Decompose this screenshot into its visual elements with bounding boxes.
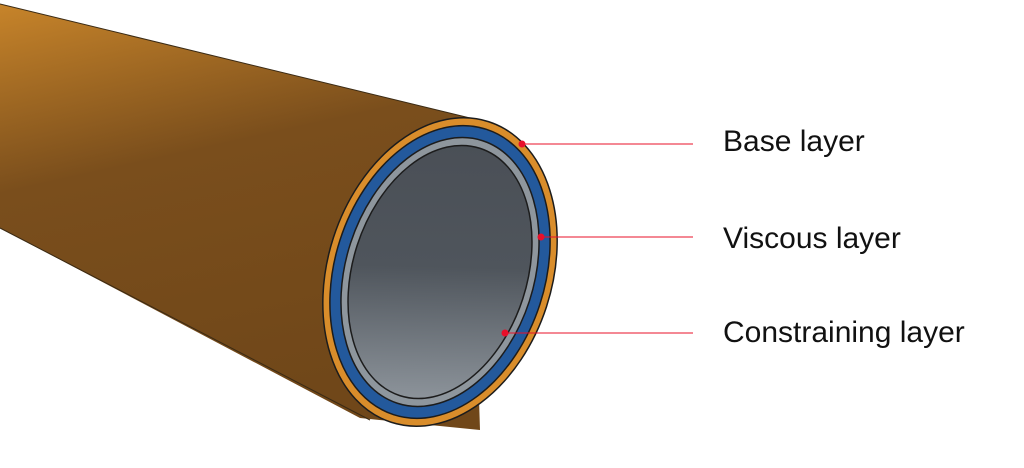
marker-dot-icon <box>501 329 509 337</box>
marker-dot-icon <box>537 233 545 241</box>
pipe-inner-bore <box>347 144 533 400</box>
marker-dot-icon <box>518 140 526 148</box>
pipe-bottom-edge <box>0 227 371 421</box>
leader-base <box>518 140 693 148</box>
label-viscous-layer: Viscous layer <box>723 222 901 255</box>
leader-constraining <box>501 329 693 337</box>
label-constraining-layer: Constraining layer <box>723 316 965 349</box>
leader-viscous <box>537 233 693 241</box>
pipe-top-edge <box>0 3 471 119</box>
label-base-layer: Base layer <box>723 125 865 158</box>
pipe-end-face <box>322 117 558 427</box>
